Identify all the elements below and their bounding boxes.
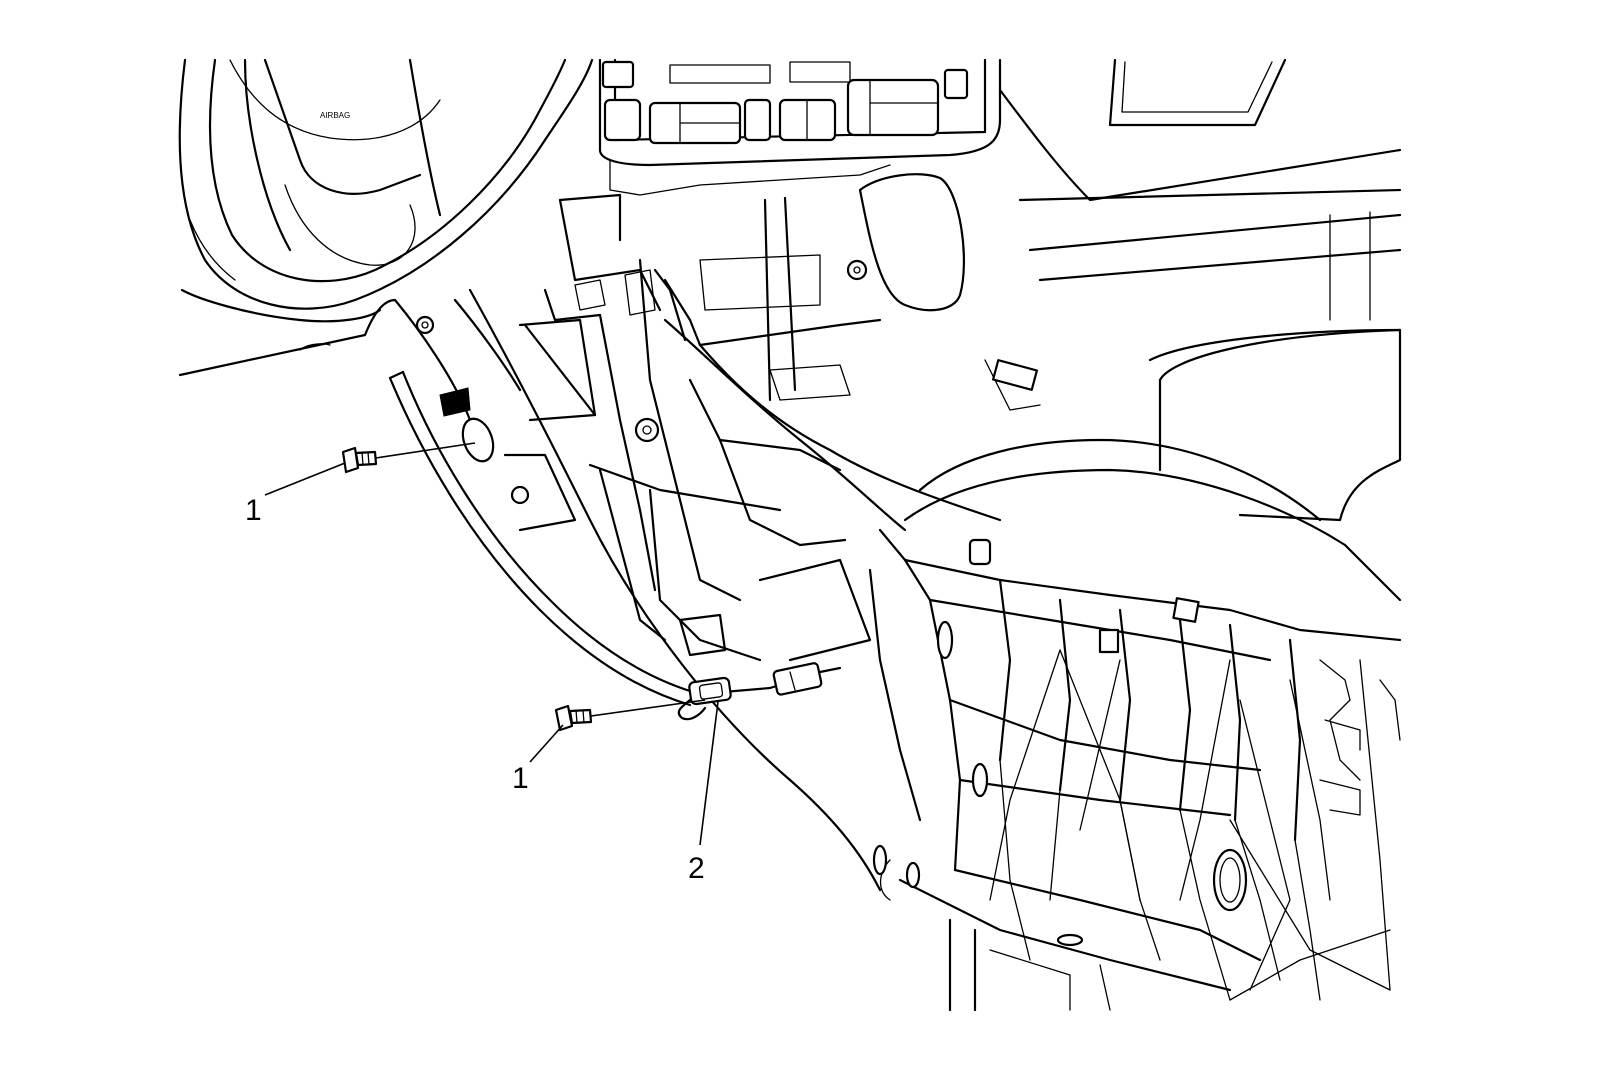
shift-boot: [858, 173, 966, 312]
callout-leaders: [264, 462, 719, 846]
electrical-connector-icon: [772, 662, 823, 696]
leader-1-upper: [264, 462, 346, 496]
sensor-connector: [677, 662, 842, 721]
hvac-control-panel: [598, 58, 1002, 196]
callout-2: 2: [688, 852, 705, 885]
airbag-label: AIRBAG: [320, 111, 350, 120]
fastener-upper-icon: [415, 315, 435, 335]
console-carrier: [868, 528, 1402, 1012]
leader-2: [699, 701, 719, 846]
fastener-center-icon: [634, 417, 660, 443]
hvac-button-defrost: [743, 98, 772, 142]
hvac-button-aux: [943, 68, 969, 100]
mount-hole-upper: [461, 417, 495, 463]
bolt-lower: [554, 699, 706, 732]
label-tag-icon: [439, 387, 471, 417]
steering-wheel: AIRBAG: [178, 58, 594, 310]
round-hole-icon: [1212, 848, 1248, 912]
trim-strip: [388, 370, 702, 707]
center-stack-frame: [503, 193, 872, 662]
bolt-upper: [341, 442, 476, 474]
hvac-button-power: [603, 98, 642, 142]
callout-1-upper: 1: [245, 494, 262, 527]
hvac-button-temp: [846, 78, 940, 137]
left-panel: [178, 288, 882, 892]
slot-left-icon: [936, 620, 954, 660]
leader-1-lower: [529, 724, 564, 763]
fastener-console-icon: [846, 259, 868, 281]
callout-1-lower: 1: [512, 762, 529, 795]
right-dashboard: [998, 58, 1402, 362]
center-console-top: [663, 173, 1402, 602]
sensor-body: [688, 676, 732, 706]
